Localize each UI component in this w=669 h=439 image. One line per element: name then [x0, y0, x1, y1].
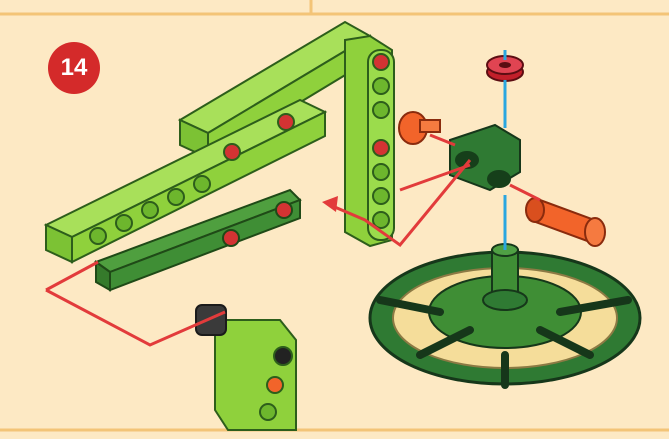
step-number-badge: 14 [48, 42, 100, 94]
link-piece [196, 305, 296, 430]
orange-axle [526, 198, 605, 246]
arrow-icon [322, 196, 338, 212]
orange-pin [399, 112, 440, 144]
hub-connector [450, 125, 520, 190]
base-wheel [370, 244, 640, 385]
